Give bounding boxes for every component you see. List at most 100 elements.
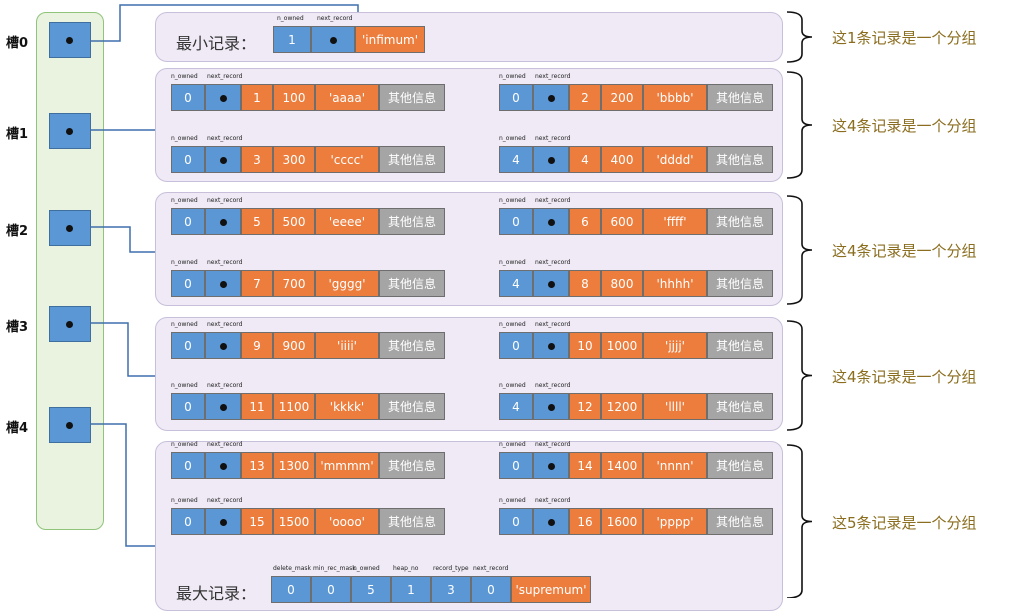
supremum-heap-no: 1 <box>391 576 431 603</box>
record-string: 'eeee' <box>315 208 379 235</box>
record-n-owned: 0 <box>499 208 533 235</box>
record-next-pointer <box>205 84 241 111</box>
record-pointer-dot <box>220 519 227 526</box>
group-brace-4 <box>786 444 813 598</box>
infimum-record: 1'infimum' <box>273 26 425 53</box>
field-label-next-record: next_record <box>535 497 571 504</box>
record-n-owned: 0 <box>499 508 533 535</box>
slot-box-1 <box>49 113 91 149</box>
record-n-owned: 0 <box>499 332 533 359</box>
record-other-info: 其他信息 <box>707 452 773 479</box>
record-other-info: 其他信息 <box>707 332 773 359</box>
record-n-owned: 4 <box>499 393 533 420</box>
record-id: 10 <box>569 332 601 359</box>
record-id: 1 <box>241 84 273 111</box>
field-label-n-owned: n_owned <box>171 135 198 142</box>
slot-box-3 <box>49 306 91 342</box>
record-other-info: 其他信息 <box>707 270 773 297</box>
record-id: 15 <box>241 508 273 535</box>
record-number: 500 <box>273 208 315 235</box>
field-label-n-owned: n_owned <box>499 497 526 504</box>
record-string: 'iiii' <box>315 332 379 359</box>
record-group-0 <box>155 12 783 62</box>
record-id: 3 <box>241 146 273 173</box>
record-n-owned: 0 <box>499 452 533 479</box>
infimum-n-owned: 1 <box>273 26 311 53</box>
record-pointer-dot <box>220 281 227 288</box>
field-label-n-owned: n_owned <box>499 441 526 448</box>
record-n-owned: 0 <box>171 508 205 535</box>
record-other-info: 其他信息 <box>379 84 445 111</box>
record-next-pointer <box>533 270 569 297</box>
field-label-heap-no: heap_no <box>393 565 419 572</box>
group-annotation-3: 这4条记录是一个分组 <box>832 367 977 386</box>
field-label-n-owned: n_owned <box>277 15 304 22</box>
record-string: 'ffff' <box>643 208 707 235</box>
field-label-next-record: next_record <box>535 197 571 204</box>
field-label-next-record: next_record <box>535 73 571 80</box>
group-brace-3 <box>786 320 813 431</box>
record-id: 4 <box>569 146 601 173</box>
field-label-min-rec-mask: min_rec_mask <box>313 565 356 572</box>
record-pointer-dot <box>220 95 227 102</box>
field-label-delete-mask: delete_mask <box>273 565 312 572</box>
record-string: 'hhhh' <box>643 270 707 297</box>
record-n-owned: 4 <box>499 270 533 297</box>
supremum-n-owned: 5 <box>351 576 391 603</box>
record-number: 1400 <box>601 452 643 479</box>
record-number: 1000 <box>601 332 643 359</box>
supremum-value: 'supremum' <box>511 576 591 603</box>
record-pointer-dot <box>220 343 227 350</box>
record-pointer-dot <box>548 281 555 288</box>
field-label-n-owned: n_owned <box>171 497 198 504</box>
field-label-next-record: next_record <box>535 321 571 328</box>
field-label-next-record: next_record <box>473 565 509 572</box>
record-pointer-dot <box>548 404 555 411</box>
record-id: 14 <box>569 452 601 479</box>
record-next-pointer <box>205 332 241 359</box>
infimum-name: 最小记录： <box>176 34 257 53</box>
record-string: 'dddd' <box>643 146 707 173</box>
record-pointer-dot <box>548 219 555 226</box>
field-label-n-owned: n_owned <box>499 321 526 328</box>
field-label-record-type: record_type <box>433 565 469 572</box>
slot-panel <box>36 12 104 530</box>
record-other-info: 其他信息 <box>707 208 773 235</box>
field-label-next-record: next_record <box>207 135 243 142</box>
record-other-info: 其他信息 <box>707 84 773 111</box>
group-annotation-2: 这4条记录是一个分组 <box>832 242 977 260</box>
field-label-n-owned: n_owned <box>171 197 198 204</box>
field-label-n-owned: n_owned <box>499 197 526 204</box>
group-annotation-1: 这4条记录是一个分组 <box>832 117 977 135</box>
record-next-pointer <box>533 146 569 173</box>
field-label-n-owned: n_owned <box>499 259 526 266</box>
record-next-pointer <box>205 452 241 479</box>
record-string: 'gggg' <box>315 270 379 297</box>
slot-box-2 <box>49 210 91 246</box>
record-n-owned: 0 <box>171 452 205 479</box>
field-label-n-owned: n_owned <box>171 259 198 266</box>
field-label-next-record: next_record <box>535 135 571 142</box>
field-label-next-record: next_record <box>535 441 571 448</box>
slot-pointer-dot <box>66 37 73 44</box>
field-label-n-owned: n_owned <box>499 135 526 142</box>
record-other-info: 其他信息 <box>379 452 445 479</box>
field-label-n-owned: n_owned <box>353 565 380 572</box>
group-brace-1 <box>786 71 813 179</box>
slot0-pointer <box>91 4 359 42</box>
record-other-info: 其他信息 <box>379 332 445 359</box>
record-number: 600 <box>601 208 643 235</box>
record-next-pointer <box>205 208 241 235</box>
slot-label-2: 槽2 <box>5 224 29 239</box>
record-number: 900 <box>273 332 315 359</box>
record-number: 800 <box>601 270 643 297</box>
